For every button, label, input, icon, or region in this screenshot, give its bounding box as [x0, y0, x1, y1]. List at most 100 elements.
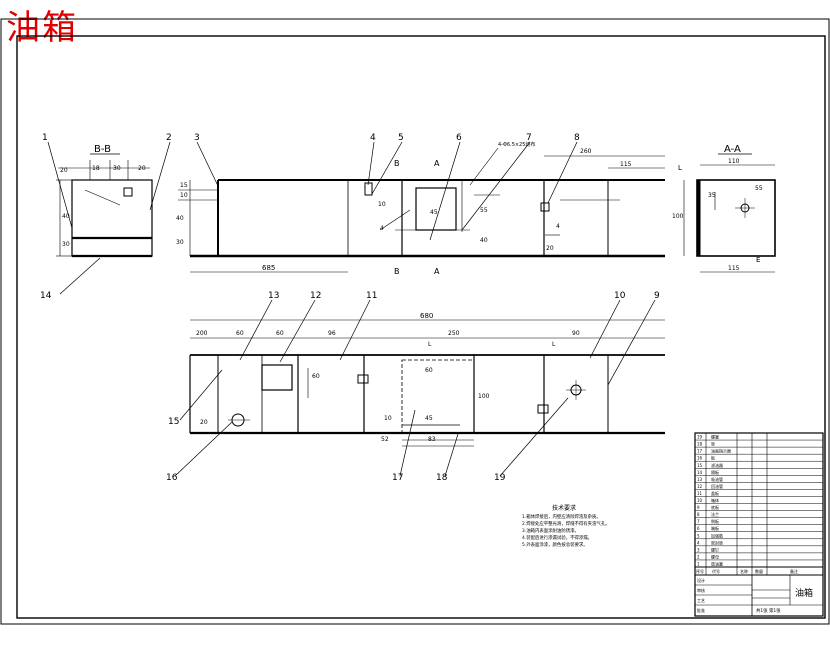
dim-label: 110 — [728, 158, 740, 165]
callout-18: 18 — [436, 473, 448, 483]
title-block-sheet: 共1张 第1张 — [756, 607, 781, 614]
dim-label: 55 — [480, 207, 488, 214]
parts-row-name: 隔板 — [711, 469, 719, 475]
dim-label: 60 — [425, 367, 433, 374]
parts-row-number: 13 — [697, 477, 703, 482]
callout-8: 8 — [574, 133, 580, 143]
dim-label: L — [428, 341, 432, 348]
parts-row-number: 10 — [697, 498, 703, 503]
parts-row-number: 5 — [697, 533, 700, 538]
parts-row-number: 11 — [697, 491, 703, 496]
callout-19: 19 — [494, 473, 506, 483]
parts-row-number: 8 — [697, 512, 700, 517]
note-line: 5.外表面涂漆，颜色按总装要求。 — [522, 541, 588, 548]
parts-row-number: 14 — [697, 470, 703, 475]
parts-row-name: 螺钉 — [711, 546, 719, 552]
dim-label: 4 — [556, 223, 560, 230]
title-header-cell: 代号 — [712, 568, 720, 574]
dim-label: 83 — [428, 436, 436, 443]
parts-row-name: 吸油管 — [711, 476, 723, 482]
parts-row-name: 端板 — [711, 525, 719, 531]
dim-label: 60 — [312, 373, 320, 380]
dim-label: 10 — [180, 192, 188, 199]
parts-row-number: 16 — [697, 456, 703, 461]
section-aa-view — [683, 164, 776, 273]
callout-16: 16 — [166, 473, 178, 483]
callout-11: 11 — [366, 291, 377, 301]
footer-cell: 批准 — [697, 607, 705, 613]
parts-row-number: 2 — [697, 554, 700, 559]
parts-row-number: 3 — [697, 547, 700, 552]
notes-heading: 技术要求 — [552, 504, 576, 512]
dim-label: 30 — [113, 165, 121, 172]
dim-label: 52 — [381, 436, 389, 443]
callout-10: 10 — [614, 291, 626, 301]
dim-label: 20 — [60, 167, 68, 174]
title-header-cell: 数量 — [755, 568, 763, 574]
callout-9: 9 — [654, 291, 660, 301]
parts-row-name: 底板 — [711, 504, 719, 510]
title-header-cell: 备注 — [790, 568, 798, 574]
dim-label: 100 — [672, 213, 684, 220]
dim-label: 685 — [262, 264, 275, 272]
footer-cell: 设计 — [697, 577, 705, 583]
parts-row-name: 放油塞 — [711, 561, 723, 567]
parts-row-number: 17 — [697, 449, 703, 454]
dim-label: 10 — [384, 415, 392, 422]
dim-label: 10 — [378, 201, 386, 208]
title-header-cell: 名称 — [740, 568, 748, 574]
callout-3: 3 — [194, 133, 200, 143]
parts-row-name: 油面指示器 — [711, 448, 731, 454]
parts-row-number: 12 — [697, 484, 703, 489]
parts-row-number: 9 — [697, 505, 700, 510]
dim-label: 45 — [425, 415, 433, 422]
callout-13: 13 — [268, 291, 279, 301]
dim-label: 45 — [430, 209, 438, 216]
note-line: 1.箱体焊接后，内壁应清除焊渣及杂质。 — [522, 513, 601, 520]
note-line: 4.装配后进行渗漏试验，不得渗漏。 — [522, 534, 592, 541]
annotation-note: 4-Φ6.5×25均布 — [498, 141, 535, 148]
parts-row-number: 1 — [697, 562, 700, 567]
dim-label: 260 — [580, 148, 592, 155]
parts-row-name: 垫 — [711, 441, 715, 447]
title-header-cell: 序号 — [696, 568, 704, 574]
parts-row-name: 侧板 — [711, 518, 719, 524]
dim-label: L — [678, 164, 682, 172]
footer-cell: 审核 — [697, 587, 705, 593]
dim-label: 20 — [546, 245, 554, 252]
parts-row-number: 6 — [697, 526, 700, 531]
callout-12: 12 — [310, 291, 321, 301]
callout-15: 15 — [168, 417, 179, 427]
parts-row-number: 18 — [697, 442, 703, 447]
dim-label: 40 — [62, 213, 70, 220]
section-bb-view — [56, 160, 153, 258]
callout-2: 2 — [166, 133, 172, 143]
parts-row-name: 加强筋 — [711, 532, 723, 538]
dim-label: 4 — [380, 225, 384, 232]
dim-label: 90 — [572, 330, 580, 337]
section-aa-label: A-A — [724, 144, 741, 155]
dim-label: 20 — [200, 419, 208, 426]
cut-marker: B — [394, 159, 400, 168]
parts-row-number: 4 — [697, 540, 700, 545]
leader-lines — [47, 141, 656, 477]
callout-1: 1 — [42, 133, 48, 143]
dim-label: 35 — [708, 192, 716, 199]
dim-label: 20 — [138, 165, 146, 172]
callout-4: 4 — [370, 133, 376, 143]
front-view — [178, 155, 665, 273]
dim-label: L — [552, 341, 556, 348]
parts-row-name: 盖板 — [711, 490, 719, 496]
parts-row-number: 15 — [697, 463, 703, 468]
parts-row-name: 法兰 — [711, 511, 719, 517]
parts-row-name: 螺塞 — [711, 434, 719, 440]
parts-row-name: 滤油器 — [711, 462, 723, 468]
callout-7: 7 — [526, 133, 532, 143]
dim-label: 115 — [728, 265, 740, 272]
dim-label: 680 — [420, 312, 433, 320]
plan-view — [189, 319, 665, 447]
dim-label: 18 — [92, 165, 100, 172]
cut-marker: A — [434, 267, 440, 276]
